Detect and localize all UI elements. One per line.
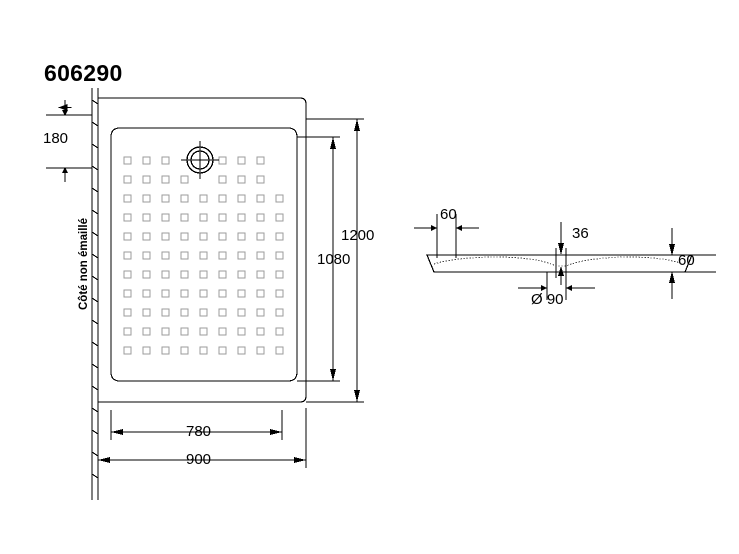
section-dimension-diameter-90-geometry: [518, 272, 595, 300]
dimension-900-geometry: [97, 408, 307, 468]
section-profile-body: [426, 254, 693, 273]
dimension-180-geometry: [46, 100, 92, 182]
dimension-180: 180: [43, 130, 69, 147]
drain-outlet: [181, 141, 219, 179]
wall-section: [91, 88, 99, 500]
section-dimension-60-right: 60: [678, 252, 695, 269]
page-title: 606290: [44, 60, 123, 86]
section-dimension-60-left: 60: [440, 206, 457, 223]
section-dimension-60-left-geometry: [414, 214, 479, 258]
section-dimension-60-right-geometry: [669, 228, 716, 299]
dimension-1200-geometry: [306, 118, 364, 403]
dimension-1080: 1080: [317, 251, 351, 268]
tray-inner-outline: [110, 127, 298, 382]
section-dimension-36: 36: [572, 225, 589, 242]
section-dimension-36-geometry: [558, 222, 567, 292]
antislip-pattern: [123, 156, 284, 355]
dimension-780-geometry: [110, 410, 283, 440]
dimension-1080-geometry: [297, 136, 340, 382]
dimension-1200: 1200: [341, 227, 375, 244]
section-inner-slope: [433, 256, 684, 267]
tray-outer-outline: [98, 97, 307, 403]
